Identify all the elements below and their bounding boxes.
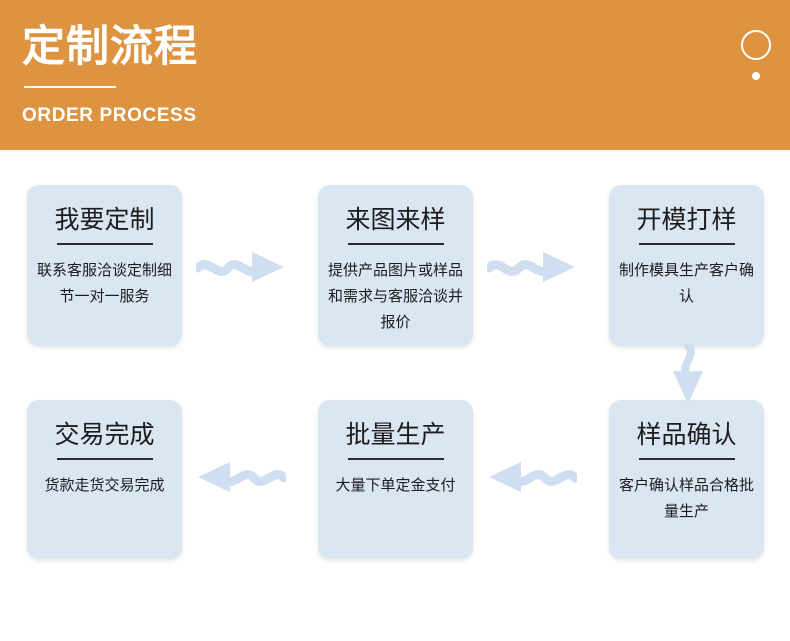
step-title-underline (347, 458, 444, 460)
step-title-underline (56, 243, 153, 245)
step-body: 大量下单定金支付 (335, 477, 456, 494)
process-step-card-6[interactable]: 交易完成 货款走货交易完成 (27, 400, 182, 559)
process-step-card-4[interactable]: 样品确认 客户确认样品合格批量生产 (609, 400, 764, 559)
step-title: 我要定制 (54, 206, 155, 234)
step-body: 联系客服洽谈定制细节一对一服务 (37, 262, 173, 305)
step-title: 批量生产 (345, 421, 446, 449)
arrow-right-icon (487, 252, 575, 282)
process-step-card-3[interactable]: 开模打样 制作模具生产客户确认 (609, 185, 764, 346)
step-title-underline (638, 243, 735, 245)
step-body: 制作模具生产客户确认 (619, 262, 755, 305)
arrow-left-icon (198, 462, 286, 492)
step-title: 开模打样 (636, 206, 737, 234)
step-body: 提供产品图片或样品和需求与客服洽谈并报价 (328, 262, 464, 331)
process-step-card-2[interactable]: 来图来样 提供产品图片或样品和需求与客服洽谈并报价 (318, 185, 473, 346)
circle-outline-icon (741, 30, 771, 60)
page-title: 定制流程 (22, 23, 198, 71)
process-step-card-1[interactable]: 我要定制 联系客服洽谈定制细节一对一服务 (27, 185, 182, 346)
step-title: 来图来样 (345, 206, 446, 234)
step-title-underline (347, 243, 444, 245)
page-subtitle: ORDER PROCESS (22, 105, 197, 126)
step-title-underline (638, 458, 735, 460)
dot-icon (752, 72, 760, 80)
step-title-underline (56, 458, 153, 460)
arrow-down-icon (673, 344, 703, 404)
arrow-left-icon (489, 462, 577, 492)
step-title: 交易完成 (54, 421, 155, 449)
step-title: 样品确认 (636, 421, 737, 449)
process-step-card-5[interactable]: 批量生产 大量下单定金支付 (318, 400, 473, 559)
title-underline (24, 86, 116, 88)
step-body: 客户确认样品合格批量生产 (619, 477, 755, 520)
page-header: 定制流程 ORDER PROCESS (0, 0, 790, 150)
step-body: 货款走货交易完成 (44, 477, 165, 494)
arrow-right-icon (196, 252, 284, 282)
